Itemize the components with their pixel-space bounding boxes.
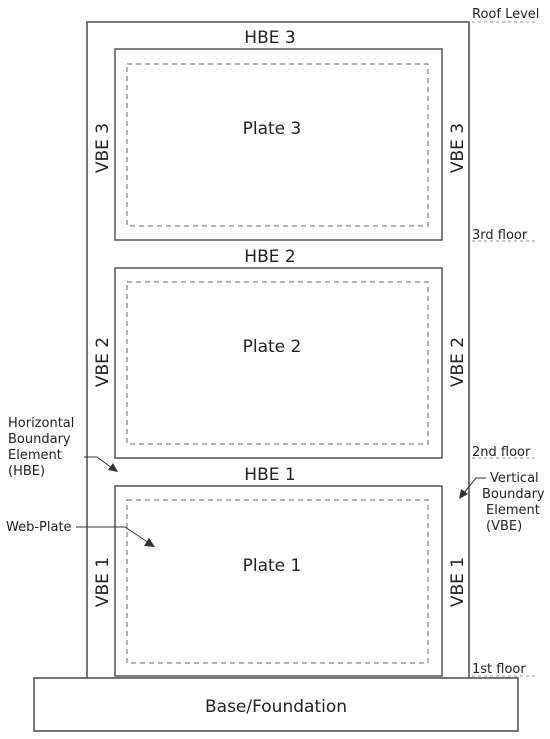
vbe-1-right-label: VBE 1 xyxy=(448,557,468,607)
plate-1-label: Plate 1 xyxy=(243,556,302,576)
panel-1: HBE 1 Plate 1 VBE 1 VBE 1 xyxy=(93,465,468,677)
hbe-annotation-line-4: (HBE) xyxy=(8,464,45,479)
vbe-2-left-label: VBE 2 xyxy=(93,337,113,387)
panel-2: HBE 2 Plate 2 VBE 2 VBE 2 xyxy=(93,247,468,459)
web-plate-label: Web-Plate xyxy=(6,520,72,535)
panel-1-frame xyxy=(114,485,443,677)
outer-frame xyxy=(86,21,470,678)
third-floor-label: 3rd floor xyxy=(472,228,528,243)
vbe-3-left-label: VBE 3 xyxy=(93,123,113,173)
hbe-arrowhead-icon xyxy=(108,463,118,472)
vbe-annotation: Vertical Boundary Element (VBE) xyxy=(459,471,545,534)
hbe-2-label: HBE 2 xyxy=(244,247,295,267)
vbe-annotation-line-1: Vertical xyxy=(490,471,539,486)
plate-3-label: Plate 3 xyxy=(243,119,302,139)
vbe-2-right-label: VBE 2 xyxy=(448,337,468,387)
first-floor-label: 1st floor xyxy=(472,662,526,677)
foundation-block xyxy=(33,677,519,732)
web-plate-arrowhead-icon xyxy=(144,538,155,547)
vbe-leader-line xyxy=(462,477,486,495)
roof-level-label: Roof Level xyxy=(472,7,539,22)
web-plate-annotation: Web-Plate xyxy=(6,520,155,547)
hbe-annotation-line-3: Element xyxy=(8,448,62,463)
foundation-label: Base/Foundation xyxy=(205,697,347,717)
second-floor-label: 2nd floor xyxy=(472,445,531,460)
vbe-1-left-label: VBE 1 xyxy=(93,557,113,607)
vbe-3-right-label: VBE 3 xyxy=(448,123,468,173)
hbe-leader-line xyxy=(84,456,113,469)
web-plate-leader-line xyxy=(76,526,150,544)
hbe-1-label: HBE 1 xyxy=(244,465,295,485)
panel-2-frame xyxy=(114,267,443,459)
vbe-arrowhead-icon xyxy=(459,489,468,499)
hbe-3-label: HBE 3 xyxy=(244,28,295,48)
vbe-annotation-line-3: Element xyxy=(486,503,540,518)
plate-3-outline xyxy=(126,63,429,227)
vbe-annotation-line-4: (VBE) xyxy=(486,519,522,534)
plate-2-outline xyxy=(126,281,429,445)
panel-3-frame xyxy=(114,48,443,241)
plate-2-label: Plate 2 xyxy=(243,337,302,357)
vbe-annotation-line-2: Boundary xyxy=(482,487,545,502)
hbe-annotation: Horizontal Boundary Element (HBE) xyxy=(8,416,118,479)
hbe-annotation-line-2: Boundary xyxy=(8,432,71,447)
plate-1-outline xyxy=(126,499,429,664)
hbe-annotation-line-1: Horizontal xyxy=(8,416,74,431)
panel-3: HBE 3 Plate 3 VBE 3 VBE 3 xyxy=(93,28,468,241)
